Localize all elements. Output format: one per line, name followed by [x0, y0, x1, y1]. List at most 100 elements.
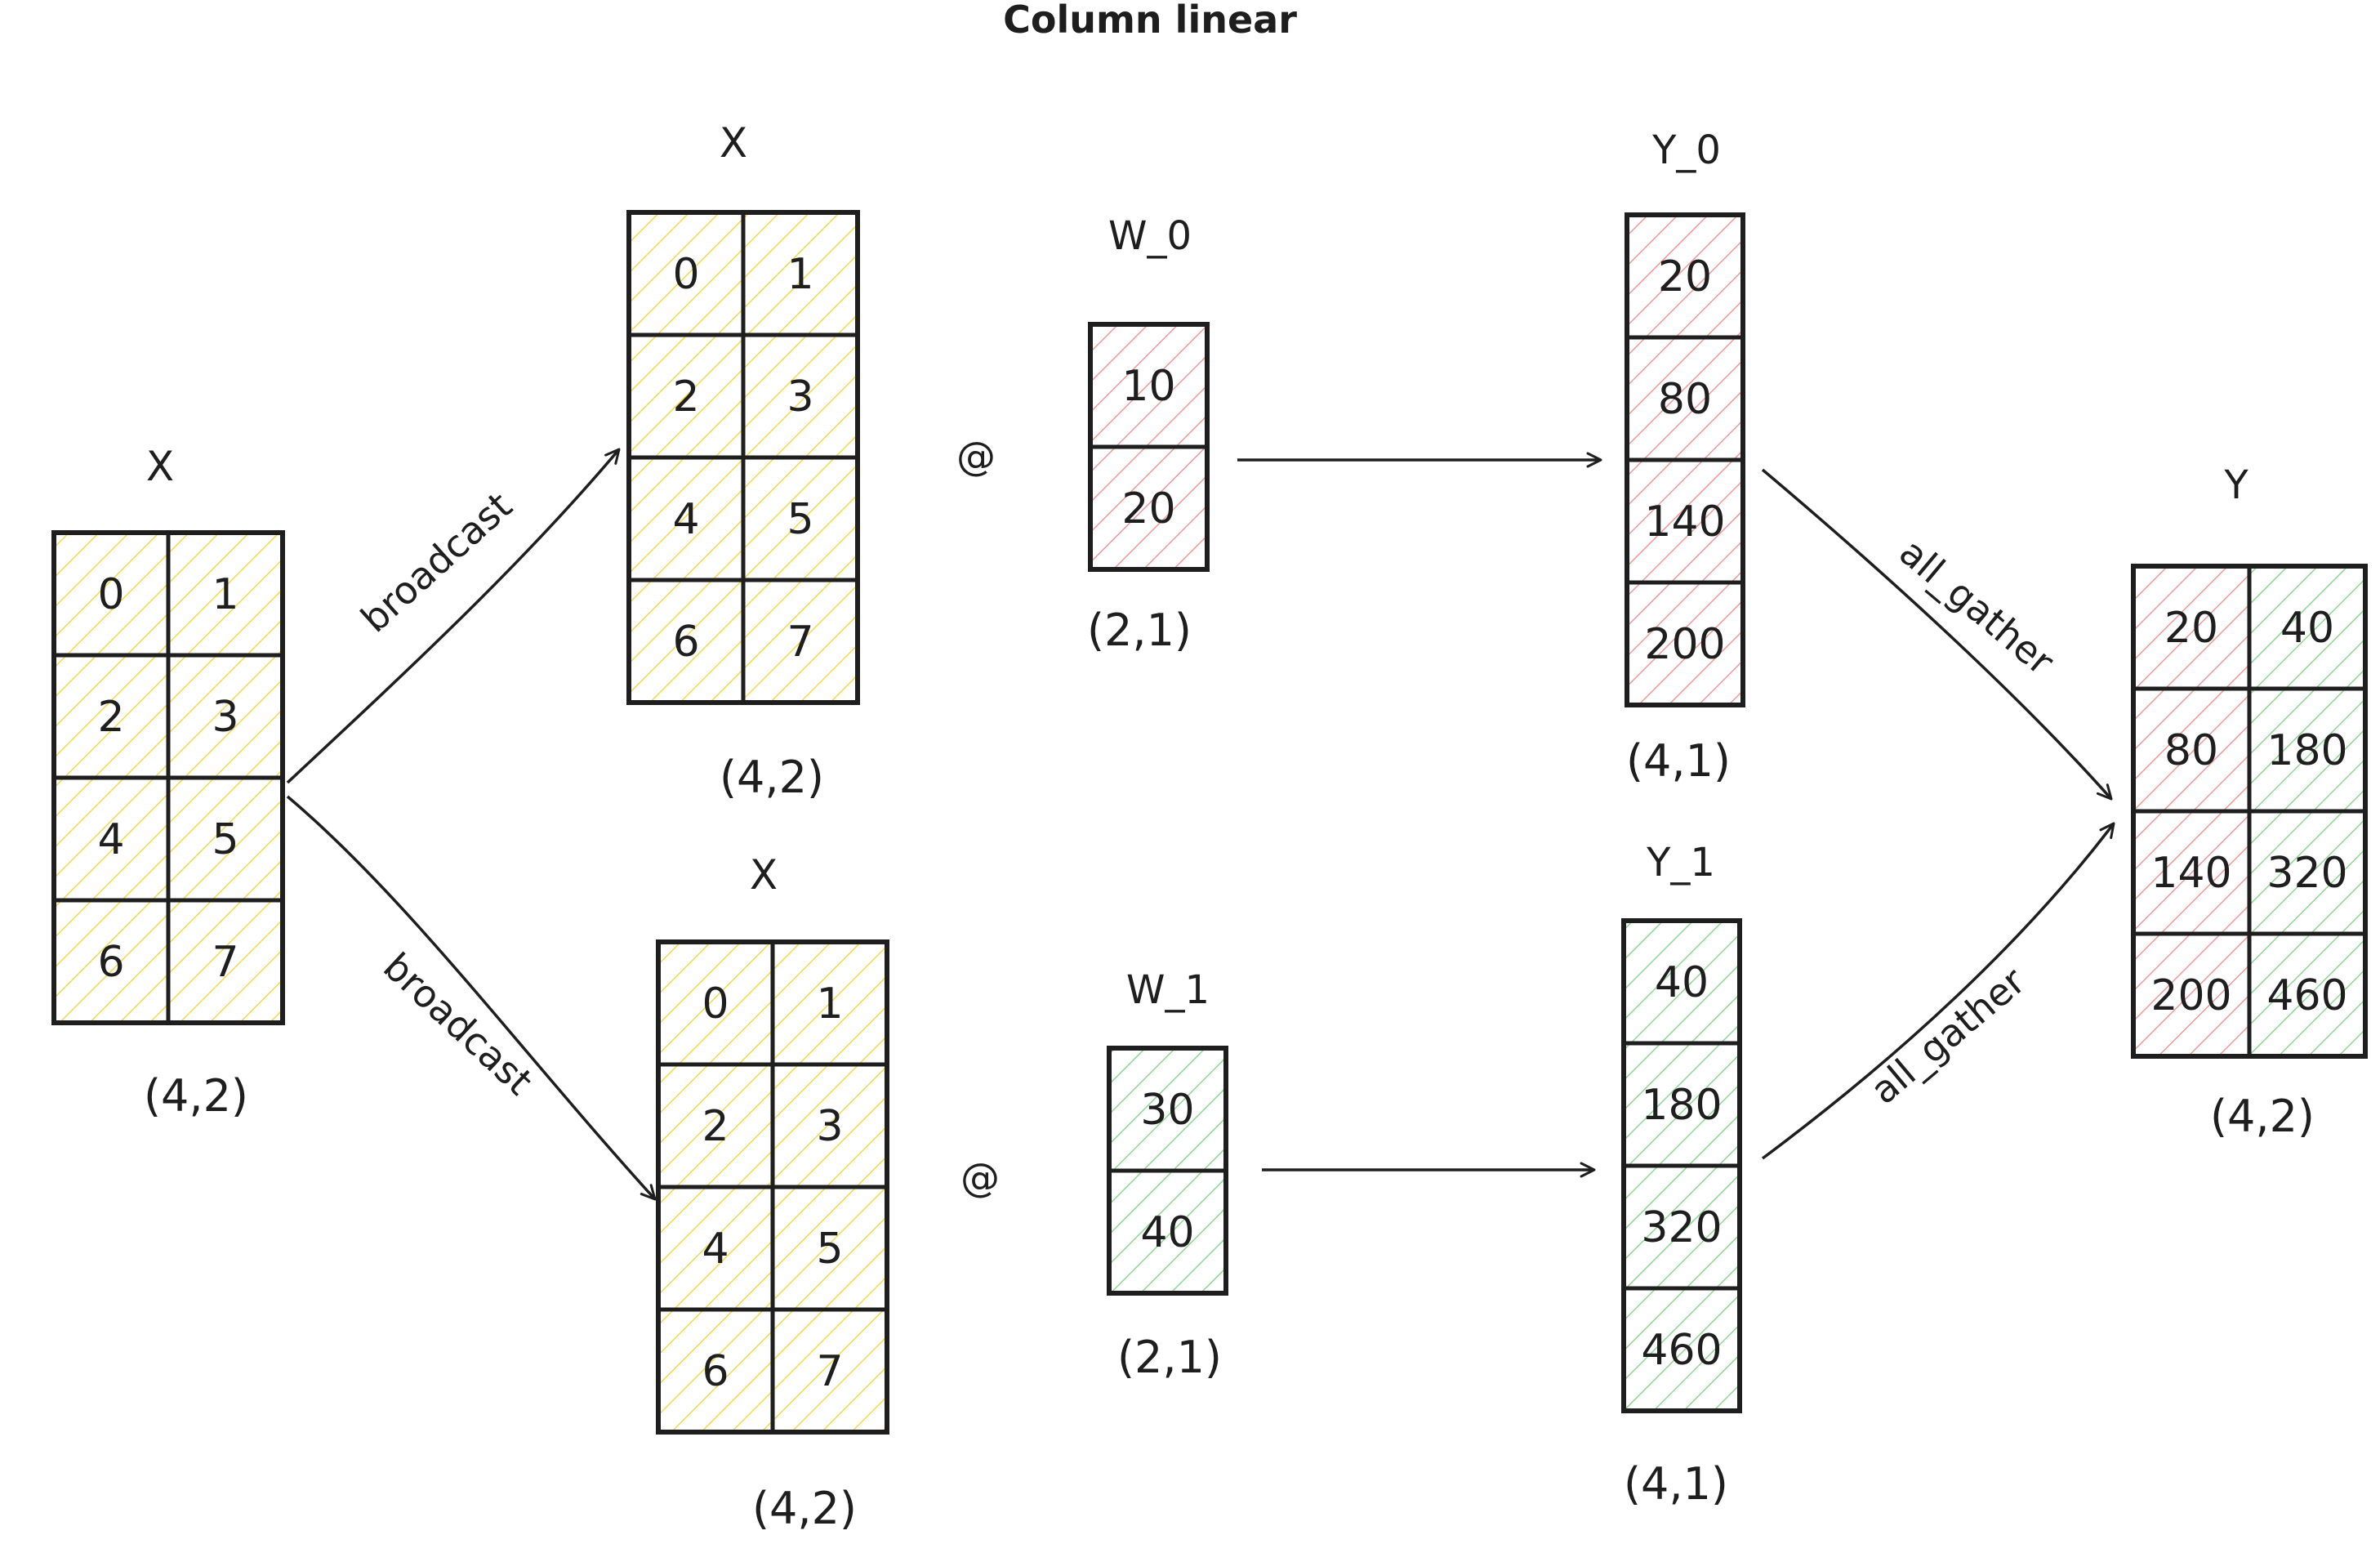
branch-1-w-cell-value-1-0: 40: [1140, 1208, 1194, 1257]
diagram-title: Column linear: [1003, 0, 1297, 42]
input-x-cell-value-2-1: 5: [212, 815, 238, 864]
branch-1-x-cell-value-0-1: 1: [816, 980, 843, 1029]
branch-1-x-cell-value-3-0: 6: [702, 1347, 729, 1396]
branch-0-x-cell-value-0-0: 0: [672, 250, 699, 299]
branch-1-x-cell-value-0-0: 0: [702, 980, 729, 1029]
branch-1-y-label: Y_1: [1646, 840, 1715, 886]
branch-1-y-cell-value-2-0: 320: [1641, 1203, 1722, 1252]
branch-1-x-shape: (4,2): [752, 1483, 857, 1534]
branch-1-x-cell-value-1-0: 2: [702, 1102, 729, 1151]
input-x-frame: [51, 530, 285, 1025]
input-x-cell-value-1-1: 3: [212, 693, 238, 742]
branch-1-y-shape: (4,1): [1624, 1458, 1728, 1510]
branch-0-x-cell-value-1-1: 3: [787, 373, 813, 422]
branch-0-w-frame: [1088, 322, 1210, 572]
branch-0-x-frame: [626, 210, 860, 705]
input-x-cell-2-1: [166, 775, 285, 903]
branch-1-w-label: W_1: [1126, 967, 1210, 1013]
output-y-frame: [2131, 564, 2368, 1059]
broadcast-arrow-bottom: [286, 795, 657, 1201]
output-y-cell-value-0-0: 20: [2164, 604, 2218, 653]
matmul-operator-1: @: [960, 1155, 1000, 1201]
branch-0-y-frame: [1625, 212, 1745, 707]
matmul-operator-0: @: [956, 434, 996, 480]
all-gather-label-bottom: all_gather: [1862, 959, 2034, 1113]
branch-0-y-cell-value-1-0: 80: [1658, 375, 1712, 424]
branch-1-matrix-y: 40 180 320 460: [1621, 918, 1742, 1413]
input-x-cell-value-1-0: 2: [97, 693, 124, 742]
branch-0-x-cell-value-2-1: 5: [787, 495, 813, 544]
branch-0-x-cell-1-1: [741, 332, 860, 460]
branch-1-x-cell-2-1: [770, 1185, 889, 1312]
branch-0-x-shape: (4,2): [720, 752, 824, 803]
input-x-cell-value-2-0: 4: [97, 815, 124, 864]
branch-0-y-cell-value-0-0: 20: [1658, 252, 1712, 301]
all-gather-arrow-bottom: [1761, 822, 2115, 1160]
branch-0-w-label: W_0: [1108, 213, 1192, 259]
branch-1-x-cell-1-1: [770, 1062, 889, 1189]
input-x-cell-value-3-0: 6: [97, 938, 124, 987]
branch-0-x-cell-value-1-0: 2: [672, 373, 699, 422]
output-y-cell-1-1: [2247, 686, 2368, 814]
output-y-cell-value-3-1: 460: [2266, 971, 2347, 1020]
input-x-cell-3-1: [166, 898, 285, 1025]
output-y-cell-value-2-1: 320: [2266, 849, 2347, 898]
output-y-cell-value-3-0: 200: [2150, 971, 2231, 1020]
branch-1-w-frame: [1107, 1046, 1228, 1296]
input-x-label: X: [146, 443, 174, 490]
branch-0-x-cell-3-1: [741, 578, 860, 705]
branch-1-y-frame: [1621, 918, 1742, 1413]
branch-0-x-cell-value-3-1: 7: [787, 618, 813, 667]
branch-0-w-cell-0-0: [1088, 322, 1210, 449]
branch-0-y-cell-value-3-0: 200: [1644, 620, 1725, 669]
branch-0-matrix-w: 10 20: [1088, 322, 1210, 572]
branch-1-matrix-w: 30 40: [1107, 1046, 1228, 1296]
branch-0-y-shape: (4,1): [1626, 735, 1731, 787]
branch-1-matrix-x: 0 1 2 3 4 5 6 7: [656, 939, 889, 1435]
output-y-cell-value-0-1: 40: [2280, 604, 2334, 653]
input-x-shape: (4,2): [144, 1070, 248, 1122]
branch-1-x-cell-value-1-1: 3: [816, 1102, 843, 1151]
broadcast-label-bottom: broadcast: [375, 944, 542, 1104]
branch-0-y-cell-value-2-0: 140: [1644, 498, 1725, 547]
branch-1-x-cell-3-0: [656, 1307, 775, 1435]
branch-0-w-cell-1-0: [1088, 444, 1210, 572]
output-y-shape: (4,2): [2210, 1091, 2315, 1142]
branch-1-y-cell-value-0-0: 40: [1655, 958, 1709, 1007]
branch-1-w-shape: (2,1): [1117, 1332, 1222, 1383]
branch-0-x-label: X: [720, 119, 747, 167]
branch-0-x-cell-0-0: [626, 210, 746, 337]
branch-1-x-cell-value-2-1: 5: [816, 1225, 843, 1274]
branch-1-x-cell-value-3-1: 7: [816, 1347, 843, 1396]
branch-0-y-label: Y_0: [1651, 127, 1721, 173]
output-y-cell-value-1-1: 180: [2266, 726, 2347, 775]
output-matrix-y: 20 40 80 180 140 320 200 460: [2131, 564, 2368, 1059]
branch-0-w-cell-value-1-0: 20: [1121, 484, 1175, 533]
branch-1-x-frame: [656, 939, 889, 1435]
branch-0-matrix-y: 20 80 140 200: [1625, 212, 1745, 707]
branch-1-y-cell-value-3-0: 460: [1641, 1326, 1722, 1375]
output-y-cell-value-1-0: 80: [2164, 726, 2218, 775]
input-x-cell-value-0-0: 0: [97, 570, 124, 619]
branch-1-x-cell-2-0: [656, 1185, 775, 1312]
branch-0-x-cell-value-0-1: 1: [787, 250, 813, 299]
branch-1-w-cell-value-0-0: 30: [1140, 1086, 1194, 1135]
output-y-cell-value-2-0: 140: [2150, 849, 2231, 898]
branch-0-w-cell-value-0-0: 10: [1121, 362, 1175, 411]
input-x-cell-value-3-1: 7: [212, 938, 238, 987]
branch-1-x-label: X: [750, 851, 778, 899]
branch-1-x-cell-value-2-0: 4: [702, 1225, 729, 1274]
branch-0-x-cell-1-0: [626, 332, 746, 460]
branch-1-y-cell-value-1-0: 180: [1641, 1081, 1722, 1130]
output-y-label: Y: [2223, 462, 2249, 508]
broadcast-label-top: broadcast: [352, 484, 520, 641]
output-y-cell-3-1: [2247, 931, 2368, 1059]
branch-0-y-cell-0-0: [1625, 212, 1745, 340]
branch-0-w-shape: (2,1): [1087, 605, 1192, 656]
input-x-cell-value-0-1: 1: [212, 570, 238, 619]
all-gather-arrow-top: [1761, 468, 2113, 801]
broadcast-arrow-top: [286, 448, 621, 784]
branch-0-x-cell-value-3-0: 6: [672, 618, 699, 667]
